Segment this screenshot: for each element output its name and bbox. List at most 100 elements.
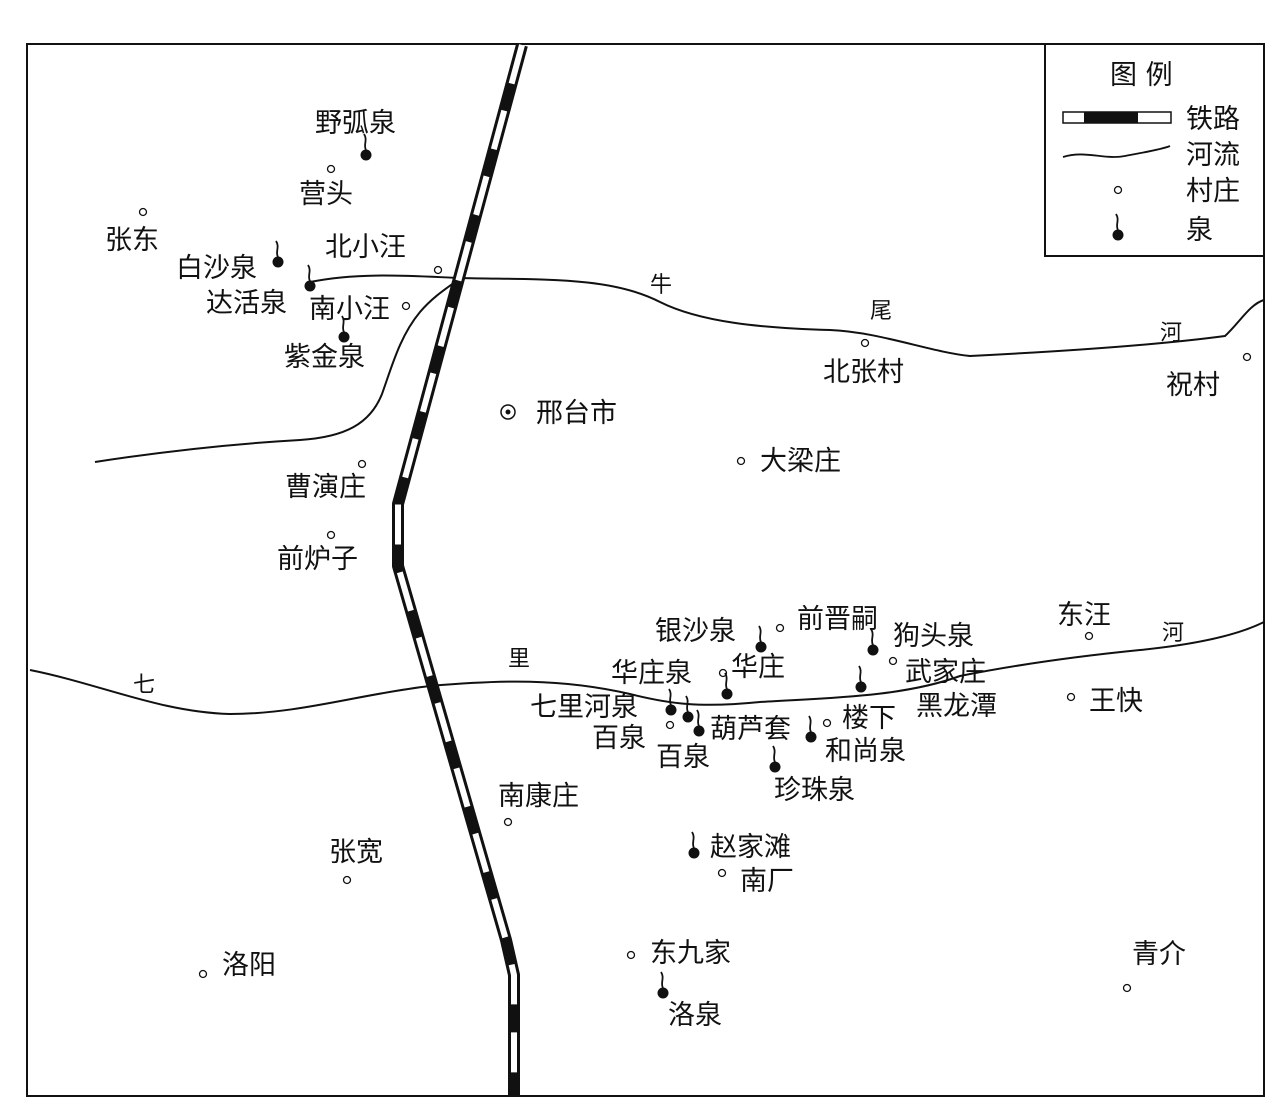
spring-heshangquan[interactable]: 和尚泉 bbox=[805, 715, 907, 767]
village-marker bbox=[626, 950, 636, 960]
spring-dahuoquan[interactable]: 达活泉 bbox=[206, 264, 316, 319]
village-nankangzhuang[interactable]: 南康庄 bbox=[498, 781, 579, 827]
spring-qilihequan[interactable]: 七里河泉 bbox=[530, 688, 677, 723]
legend: 图 例 铁路 河流 村庄 泉 bbox=[1044, 43, 1265, 257]
village-zhucun[interactable]: 祝村 bbox=[1166, 352, 1252, 402]
spring-icon bbox=[867, 628, 879, 656]
village-label: 前炉子 bbox=[277, 544, 358, 575]
spring-label: 百泉 bbox=[656, 742, 710, 773]
village-baiquan[interactable]: 百泉 bbox=[592, 720, 675, 755]
village-marker bbox=[665, 720, 675, 730]
village-marker bbox=[1122, 983, 1132, 993]
village-wujiazhuang[interactable]: 武家庄 bbox=[888, 656, 987, 688]
village-caoyanzhuang[interactable]: 曹演庄 bbox=[285, 459, 367, 504]
spring-icon bbox=[755, 625, 767, 653]
river-label-qi: 七 bbox=[133, 673, 155, 698]
spring-heilongtan[interactable]: 黑龙潭 bbox=[855, 665, 998, 722]
village-qianjinsi[interactable]: 前晋嗣 bbox=[775, 604, 879, 635]
village-zhangkuan[interactable]: 张宽 bbox=[329, 837, 383, 885]
spring-icon bbox=[769, 745, 781, 773]
village-marker bbox=[1084, 631, 1094, 641]
village-label: 武家庄 bbox=[905, 657, 986, 688]
spring-label: 和尚泉 bbox=[825, 736, 906, 767]
village-yingtou[interactable]: 营头 bbox=[299, 164, 353, 211]
city-xingtai[interactable]: 邢台市 bbox=[500, 398, 617, 429]
spring-label: 洛泉 bbox=[668, 1000, 722, 1031]
spring-icon bbox=[805, 715, 817, 743]
river-label-niu: 牛 bbox=[650, 273, 672, 298]
village-marker bbox=[357, 459, 367, 469]
spring-zijinquan[interactable]: 紫金泉 bbox=[284, 315, 365, 373]
spring-luoquan[interactable]: 洛泉 bbox=[657, 971, 723, 1031]
spring-baiquan[interactable]: 百泉 bbox=[656, 695, 710, 773]
village-qingjie[interactable]: 青介 bbox=[1122, 939, 1187, 993]
river-label-li: 里 bbox=[508, 647, 530, 672]
village-marker bbox=[888, 656, 898, 666]
village-label: 北小汪 bbox=[325, 232, 406, 263]
village-label: 曹演庄 bbox=[285, 472, 366, 503]
village-label: 祝村 bbox=[1166, 370, 1220, 401]
village-dongjiujia[interactable]: 东九家 bbox=[626, 938, 732, 969]
village-nanxiaowang[interactable]: 南小汪 bbox=[309, 294, 411, 325]
niuwei-tributary bbox=[94, 279, 459, 463]
spring-yehuquan[interactable]: 野弧泉 bbox=[315, 108, 396, 161]
village-beixiaowang[interactable]: 北小汪 bbox=[325, 232, 443, 275]
village-marker bbox=[860, 338, 870, 348]
village-louxia[interactable]: 楼下 bbox=[822, 703, 897, 734]
spring-hulutao[interactable]: 葫芦套 bbox=[693, 709, 792, 745]
village-marker bbox=[342, 875, 352, 885]
spring-label: 赵家滩 bbox=[710, 832, 791, 863]
spring-icon bbox=[688, 831, 700, 859]
village-beizhangcun[interactable]: 北张村 bbox=[823, 338, 904, 389]
spring-icon bbox=[360, 133, 372, 161]
qili-river bbox=[29, 621, 1265, 716]
village-marker bbox=[736, 456, 746, 466]
village-label: 营头 bbox=[299, 179, 353, 210]
spring-icon bbox=[682, 695, 694, 723]
spring-huazhuangquan[interactable]: 华庄泉 bbox=[611, 658, 733, 700]
village-label: 北张村 bbox=[823, 357, 904, 388]
legend-label-river: 河流 bbox=[1186, 140, 1240, 171]
spring-icon bbox=[304, 264, 316, 292]
spring-icon bbox=[855, 665, 867, 693]
spring-label: 七里河泉 bbox=[530, 692, 638, 723]
legend-item-village: 村庄 bbox=[1113, 176, 1240, 207]
spring-icon bbox=[657, 971, 669, 999]
village-luoyang[interactable]: 洛阳 bbox=[198, 950, 277, 981]
village-label: 前晋嗣 bbox=[797, 604, 878, 635]
legend-label-village: 村庄 bbox=[1186, 176, 1240, 207]
village-marker bbox=[717, 868, 727, 878]
spring-label: 珍珠泉 bbox=[774, 775, 855, 806]
spring-label: 华庄泉 bbox=[611, 658, 692, 689]
village-label: 青介 bbox=[1132, 939, 1186, 970]
village-marker bbox=[503, 817, 513, 827]
spring-icon bbox=[1112, 213, 1124, 241]
village-marker bbox=[822, 718, 832, 728]
spring-zhaojiatan[interactable]: 赵家滩 bbox=[688, 831, 792, 863]
village-marker bbox=[775, 623, 785, 633]
village-daliangzhuang[interactable]: 大梁庄 bbox=[736, 446, 842, 477]
legend-item-railway: 铁路 bbox=[1062, 104, 1240, 135]
spring-label: 紫金泉 bbox=[284, 342, 365, 373]
legend-item-river: 河流 bbox=[1062, 140, 1240, 171]
city-label: 邢台市 bbox=[536, 398, 617, 429]
spring-icon bbox=[665, 688, 677, 716]
village-zhangdong[interactable]: 张东 bbox=[105, 207, 159, 257]
village-dongwang[interactable]: 东汪 bbox=[1057, 600, 1111, 641]
spring-icon bbox=[693, 709, 705, 737]
spring-icon bbox=[338, 315, 350, 343]
spring-goutouquan[interactable]: 狗头泉 bbox=[867, 621, 975, 656]
village-qianluzi[interactable]: 前炉子 bbox=[277, 530, 358, 576]
village-label: 南小汪 bbox=[309, 294, 390, 325]
spring-zhenzhuquan[interactable]: 珍珠泉 bbox=[769, 745, 856, 806]
legend-label-spring: 泉 bbox=[1186, 215, 1213, 246]
spring-label: 黑龙潭 bbox=[916, 691, 997, 722]
village-marker bbox=[1242, 352, 1252, 362]
spring-yinshaquan[interactable]: 银沙泉 bbox=[655, 616, 767, 653]
village-nanchang[interactable]: 南厂 bbox=[717, 866, 795, 897]
spring-baishaquan[interactable]: 白沙泉 bbox=[176, 240, 284, 284]
spring-label: 狗头泉 bbox=[893, 621, 974, 652]
village-huazhuang[interactable]: 华庄 bbox=[718, 652, 786, 683]
village-wangkuai[interactable]: 王快 bbox=[1066, 686, 1144, 717]
